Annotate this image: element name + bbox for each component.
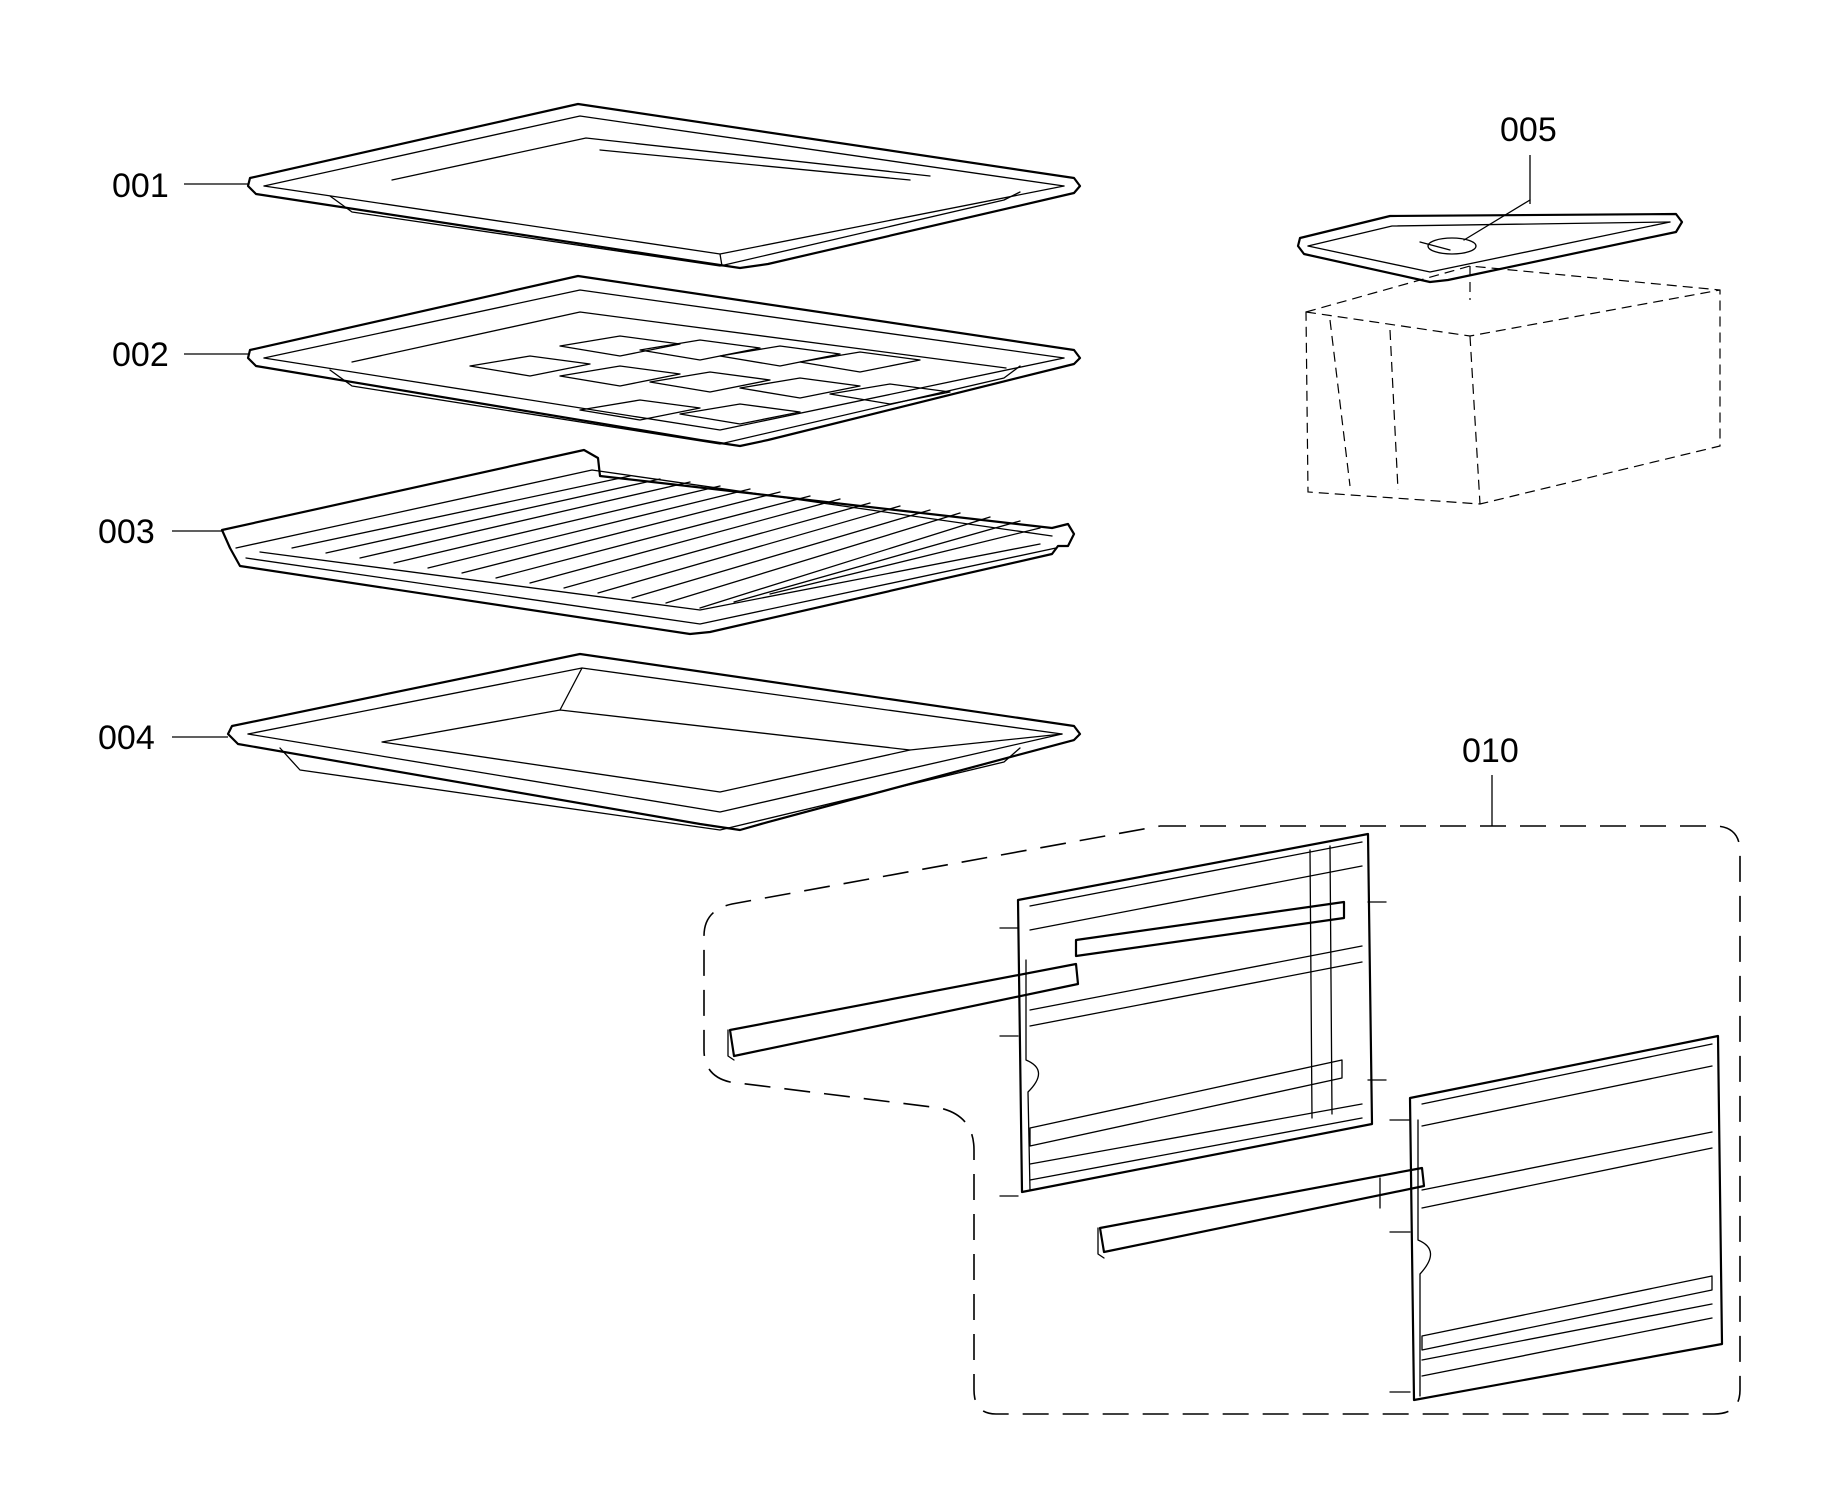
- tray-001-drawing: [246, 102, 1082, 270]
- callout-label-002: 002: [112, 336, 169, 374]
- right-side-rail: [1097, 1034, 1724, 1402]
- callout-label-010: 010: [1462, 732, 1519, 770]
- rack-wires: [291, 475, 1041, 609]
- rails-010-drawing: [703, 825, 1741, 1415]
- leader-lines: [172, 155, 1531, 826]
- callout-label-001: 001: [112, 167, 169, 205]
- tank-body-hidden-lines: [1305, 265, 1721, 505]
- rack-003-drawing: [220, 448, 1076, 636]
- tray-002-drawing: [246, 274, 1082, 448]
- callout-label-005: 005: [1500, 111, 1557, 149]
- left-side-rail: [727, 832, 1387, 1197]
- perforation-pattern: [469, 335, 951, 425]
- callout-label-004: 004: [98, 719, 155, 757]
- tray-004-drawing: [226, 652, 1082, 832]
- group-outline-010: [703, 825, 1741, 1415]
- callout-label-003: 003: [98, 513, 155, 551]
- tank-005-drawing: [1296, 199, 1721, 505]
